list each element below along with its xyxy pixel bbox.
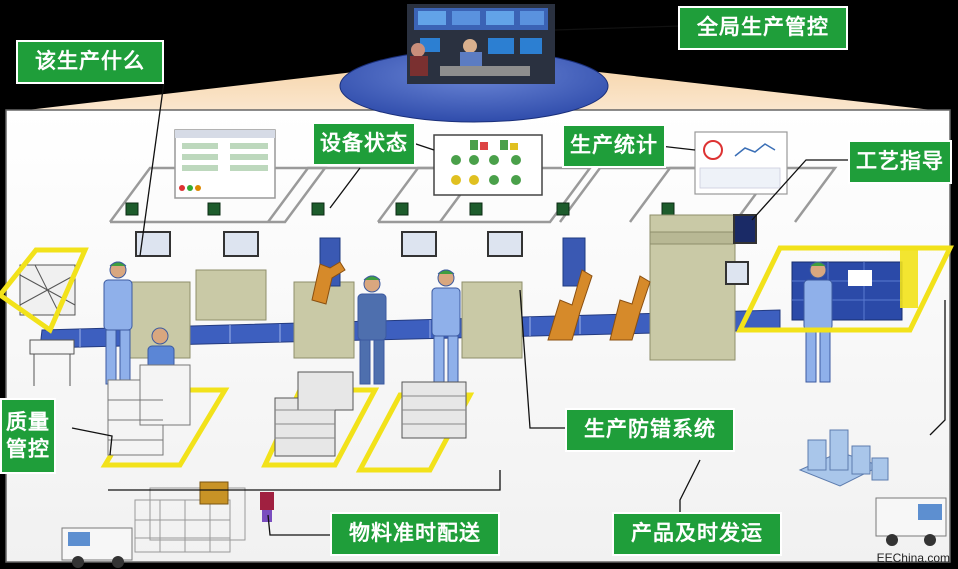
parts-boxes (107, 364, 191, 456)
label-error-proofing: 生产防错系统 (565, 408, 735, 452)
workers (103, 261, 833, 385)
watermark: EEChina.com (876, 551, 950, 565)
label-material-delivery-text: 物料准时配送 (349, 521, 481, 546)
label-process-guide-text: 工艺指导 (856, 149, 944, 174)
label-equipment-status-text: 设备状态 (320, 131, 408, 156)
label-what-to-produce-text: 该生产什么 (35, 49, 145, 74)
signal-lights (125, 202, 675, 216)
mes-screen-production-stats (694, 131, 788, 195)
control-room-photo (407, 4, 555, 84)
industrial-robots (311, 261, 651, 341)
label-quality-control-line1: 质量 (6, 409, 50, 434)
label-quality-control-line2: 管控 (6, 437, 50, 461)
label-process-guide: 工艺指导 (848, 140, 952, 184)
material-carts (274, 371, 467, 457)
mes-screen-what-to-produce (174, 129, 276, 199)
control-cabinet (562, 237, 586, 287)
mes-screen-equipment-status (433, 134, 543, 196)
label-global-production-control-text: 全局生产管控 (697, 15, 829, 40)
delivery-truck-left (61, 527, 133, 568)
label-error-proofing-text: 生产防错系统 (584, 417, 716, 442)
label-product-shipping: 产品及时发运 (612, 512, 782, 556)
label-equipment-status: 设备状态 (312, 122, 416, 166)
label-what-to-produce: 该生产什么 (16, 40, 164, 84)
warehouse-cages (134, 487, 246, 553)
label-global-production-control: 全局生产管控 (678, 6, 848, 50)
workstations (129, 214, 736, 361)
pallet-stack (199, 481, 274, 522)
label-material-delivery: 物料准时配送 (330, 512, 500, 556)
label-production-stats: 生产统计 (562, 124, 666, 168)
distribution-buildings (798, 429, 889, 487)
label-product-shipping-text: 产品及时发运 (631, 521, 763, 546)
delivery-truck-right (875, 497, 947, 546)
label-quality-control: 质量 管控 (0, 398, 56, 474)
label-production-stats-text: 生产统计 (570, 133, 658, 158)
